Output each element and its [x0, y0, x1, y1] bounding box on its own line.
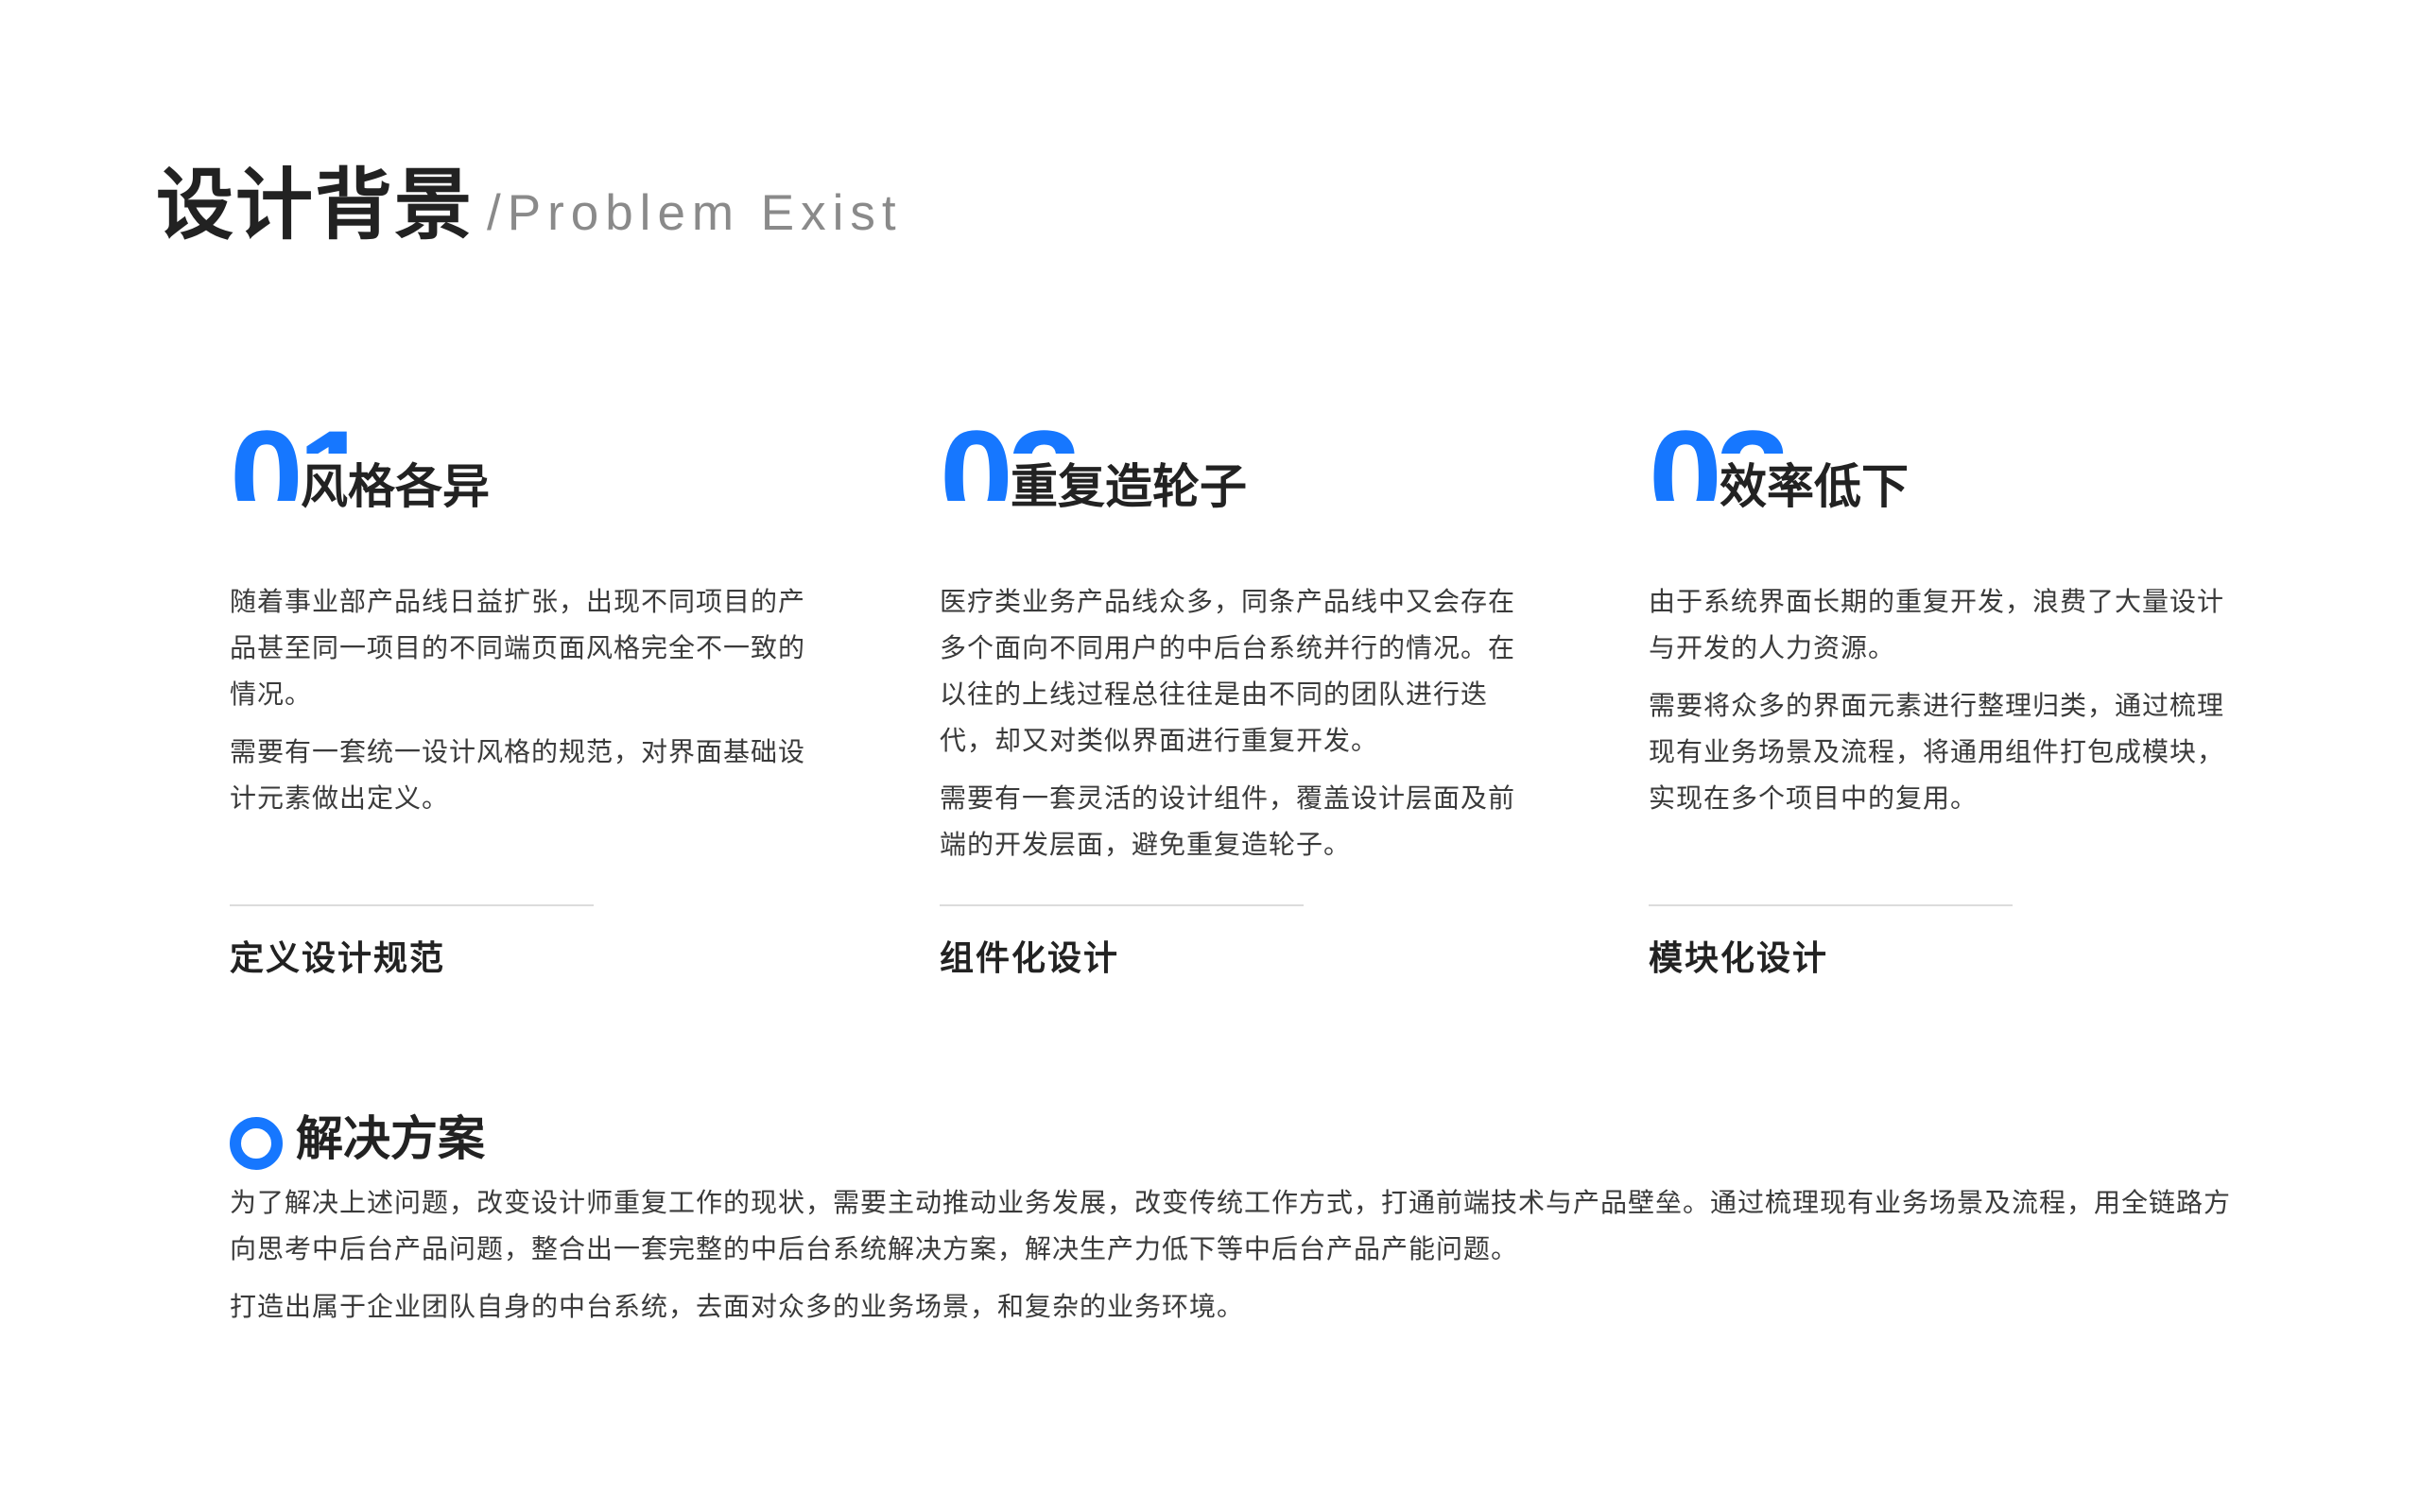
column-paragraph: 需要有一套统一设计风格的规范，对界面基础设计元素做出定义。 — [230, 736, 806, 814]
column-body: 随着事业部产品线日益扩张，出现不同项目的产品甚至同一项目的不同端页面风格完全不一… — [230, 578, 816, 821]
column-title: 风格各异 — [301, 454, 499, 520]
solution-title: 解决方案 — [296, 1111, 485, 1166]
column-heading: 02 重复造轮子 — [940, 397, 1526, 520]
column-paragraph: 需要有一套灵活的设计组件，覆盖设计层面及前端的开发层面，避免重复造轮子。 — [940, 782, 1516, 860]
column-paragraph: 需要将众多的界面元素进行整理归类，通过梳理现有业务场景及流程，将通用组件打包成模… — [1649, 690, 2225, 814]
column-body: 医疗类业务产品线众多，同条产品线中又会存在多个面向不同用户的中后台系统并行的情况… — [940, 578, 1526, 868]
column-divider — [230, 904, 594, 906]
solution-paragraph: 打造出属于企业团队自身的中台系统，去面对众多的业务场景，和复杂的业务环境。 — [230, 1291, 1245, 1322]
column-title: 效率低下 — [1720, 454, 1918, 520]
problem-column-2: 02 重复造轮子 医疗类业务产品线众多，同条产品线中又会存在多个面向不同用户的中… — [940, 397, 1526, 978]
page-title: 设计背景 — [156, 161, 475, 250]
column-body: 由于系统界面长期的重复开发，浪费了大量设计与开发的人力资源。 需要将众多的界面元… — [1649, 578, 2235, 821]
problem-column-1: 01 风格各异 随着事业部产品线日益扩张，出现不同项目的产品甚至同一项目的不同端… — [230, 397, 816, 978]
solution-paragraph: 为了解决上述问题，改变设计师重复工作的现状，需要主动推动业务发展，改变传统工作方… — [230, 1187, 2232, 1264]
column-tag: 模块化设计 — [1649, 939, 1829, 978]
column-tag: 定义设计规范 — [230, 939, 446, 978]
problem-column-3: 03 效率低下 由于系统界面长期的重复开发，浪费了大量设计与开发的人力资源。 需… — [1649, 397, 2235, 978]
column-tag: 组件化设计 — [940, 939, 1120, 978]
column-paragraph: 随着事业部产品线日益扩张，出现不同项目的产品甚至同一项目的不同端页面风格完全不一… — [230, 586, 806, 710]
column-divider — [940, 904, 1304, 906]
ring-bullet-icon — [230, 1117, 283, 1170]
column-heading: 01 风格各异 — [230, 397, 816, 520]
solution-heading: 解决方案 — [230, 1106, 2234, 1172]
page-subtitle: /Problem Exist — [487, 185, 903, 241]
solution-body: 为了解决上述问题，改变设计师重复工作的现状，需要主动推动业务发展，改变传统工作方… — [230, 1179, 2234, 1330]
solution-section: 解决方案 为了解决上述问题，改变设计师重复工作的现状，需要主动推动业务发展，改变… — [230, 1106, 2234, 1330]
column-paragraph: 医疗类业务产品线众多，同条产品线中又会存在多个面向不同用户的中后台系统并行的情况… — [940, 586, 1516, 756]
column-heading: 03 效率低下 — [1649, 397, 2235, 520]
column-paragraph: 由于系统界面长期的重复开发，浪费了大量设计与开发的人力资源。 — [1649, 586, 2225, 663]
column-divider — [1649, 904, 2013, 906]
column-title: 重复造轮子 — [1011, 454, 1256, 520]
